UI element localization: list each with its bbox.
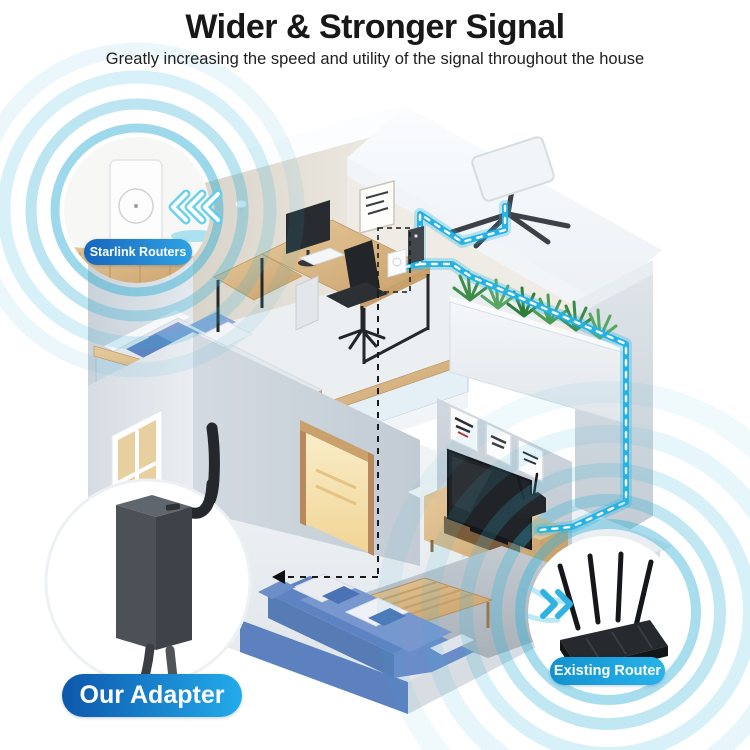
platform-blue-band — [240, 620, 408, 714]
poster — [359, 180, 395, 234]
roof-edge-left — [160, 106, 433, 186]
picture-frames — [449, 404, 544, 484]
keyboard — [298, 247, 346, 266]
chevrons-right-icon — [525, 585, 573, 623]
starlink-wall-router — [387, 248, 407, 278]
wall-adapter-box — [408, 226, 424, 264]
doorway — [300, 420, 374, 556]
chevrons-left-icon — [168, 189, 223, 225]
arrowhead — [272, 570, 285, 584]
office-chair — [326, 240, 388, 350]
existing-router-callout — [525, 536, 684, 692]
signal-ripples-starlink — [0, 42, 305, 378]
pc-tower — [295, 275, 319, 331]
signal-ripples-existing — [377, 381, 750, 750]
ethernet-cable-path — [394, 200, 632, 536]
satellite-dish — [449, 136, 571, 249]
ground-mid-wall — [193, 332, 420, 566]
page-title: Wider & Stronger Signal — [185, 8, 565, 46]
page-subtitle: Greatly increasing the speed and utility… — [105, 50, 645, 68]
planter — [449, 270, 629, 425]
starlink-routers-label: Starlink Routers — [84, 239, 192, 265]
wall-sconce — [234, 199, 248, 214]
modem-router — [514, 472, 546, 520]
dashed-connector — [272, 227, 411, 584]
our-adapter-label: Our Adapter — [62, 674, 242, 717]
desk — [213, 180, 431, 364]
header: Wider & Stronger Signal Greatly increasi… — [0, 8, 750, 69]
tv — [447, 448, 532, 551]
existing-router-label: Existing Router — [550, 657, 665, 685]
right-wall-top-edge — [575, 260, 653, 316]
adapter-device — [116, 495, 192, 701]
adapter-callout — [44, 422, 252, 701]
sofa — [258, 573, 474, 678]
